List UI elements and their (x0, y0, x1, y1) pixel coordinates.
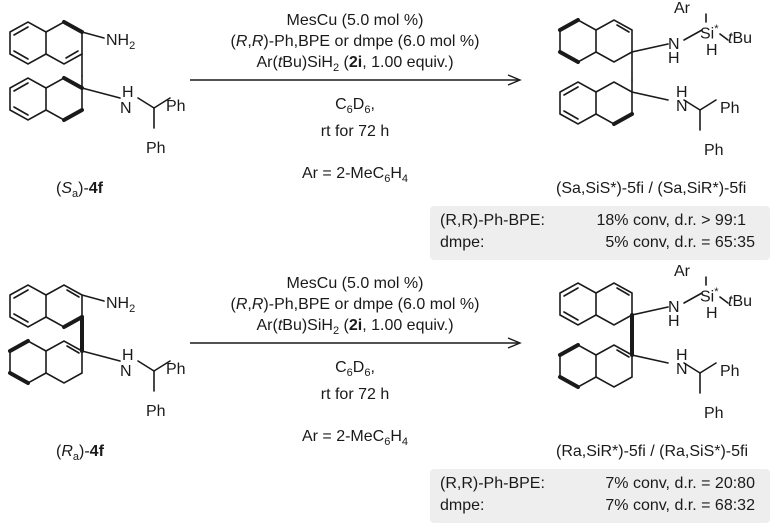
amine-n-label: N (676, 361, 688, 378)
phenyl-label: Ph (720, 100, 740, 117)
phenyl-label: Ph (166, 98, 186, 115)
silicon-label: Si* (700, 23, 719, 43)
phenyl-label: Ph (720, 363, 740, 380)
product-structure (558, 13, 729, 131)
amine-nh2-label: NH2 (106, 32, 136, 53)
amine-n-label: N (676, 98, 688, 115)
phenyl-label-2: Ph (704, 405, 724, 422)
reaction-arrow (190, 336, 522, 349)
conditions-below-arrow: C6D6, rt for 72 h Ar = 2-MeC6H4 (301, 359, 409, 449)
amine-n-label: N (668, 299, 680, 316)
amine-h-label: H (122, 84, 134, 101)
amine-h-label: H (668, 50, 680, 67)
phenyl-label-2: Ph (146, 403, 166, 420)
starting-material-label: (Sa)-4f (56, 180, 104, 201)
aryl-label: Ar (674, 0, 690, 17)
result-row: dmpe:5% conv, d.r. = 65:35 (440, 234, 755, 251)
amine-nh2-label: NH2 (106, 295, 136, 316)
amine-n-label: N (120, 100, 132, 117)
amine-n-label: N (120, 363, 132, 380)
results-box: (R,R)-Ph-BPE:18% conv, d.r. > 99:1 dmpe:… (430, 206, 770, 260)
phenyl-label-2: Ph (704, 142, 724, 159)
starting-material-structure (9, 20, 171, 129)
tbu-label: tBu (728, 30, 753, 47)
amine-h-label: H (668, 313, 680, 330)
conditions-above-arrow: MesCu (5.0 mol %) (R,R)-Ph,BPE or dmpe (… (230, 12, 480, 75)
product-label: (Ra,SiR*)-5fi / (Ra,SiS*)-5fi (556, 443, 749, 460)
reaction-arrow (190, 73, 522, 86)
results-box: (R,R)-Ph-BPE:7% conv, d.r. = 20:80 dmpe:… (430, 469, 770, 523)
conditions-above-arrow: MesCu (5.0 mol %) (R,R)-Ph,BPE or dmpe (… (230, 275, 480, 338)
phenyl-label-2: Ph (146, 140, 166, 157)
reaction-scheme-2: NH2 H N Ph Ph (Ra)-4f MesCu (5.0 mol %) … (0, 263, 776, 526)
reaction-scheme-1: NH2 H N Ph Ph (Sa)-4f MesCu (5.0 mol %) … (9, 0, 770, 260)
conditions-below-arrow: C6D6, rt for 72 h Ar = 2-MeC6H4 (301, 96, 409, 186)
si-h-label: H (706, 42, 718, 59)
tbu-label: tBu (728, 293, 753, 310)
result-row: (R,R)-Ph-BPE:7% conv, d.r. = 20:80 (440, 475, 755, 492)
result-row: (R,R)-Ph-BPE:18% conv, d.r. > 99:1 (440, 212, 747, 229)
product-label: (Sa,SiS*)-5fi / (Sa,SiR*)-5fi (556, 180, 747, 197)
amine-n-label: N (668, 36, 680, 53)
aryl-label: Ar (674, 263, 690, 280)
amine-h-label: H (676, 347, 688, 364)
amine-h-label: H (122, 347, 134, 364)
starting-material-label: (Ra)-4f (56, 443, 104, 464)
amine-h-label: H (676, 84, 688, 101)
si-h-label: H (706, 305, 718, 322)
result-row: dmpe:7% conv, d.r. = 68:32 (440, 497, 755, 514)
starting-material-structure (8, 284, 171, 392)
product-structure (558, 276, 729, 394)
phenyl-label: Ph (166, 361, 186, 378)
silicon-label: Si* (700, 286, 719, 306)
